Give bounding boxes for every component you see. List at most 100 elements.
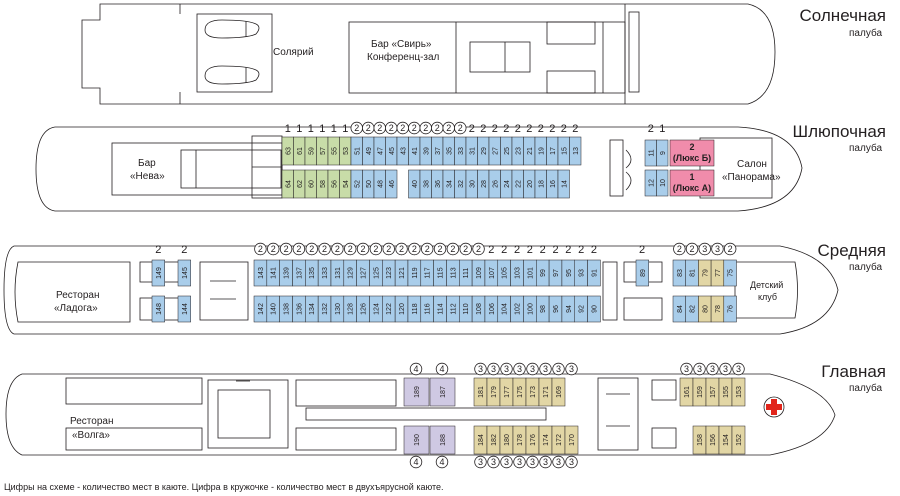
svg-text:3: 3 — [530, 364, 535, 374]
middle-occupancy-109: 2 — [472, 242, 485, 256]
cabin-31: 31 — [465, 136, 478, 166]
sun-deck-outline — [81, 3, 776, 105]
svg-text:76: 76 — [728, 305, 735, 313]
svg-text:51: 51 — [354, 147, 361, 155]
svg-text:116: 116 — [425, 303, 432, 314]
svg-text:120: 120 — [399, 303, 406, 315]
main-occupancy-184: 3 — [474, 455, 487, 469]
middle-occupancy-95: 2 — [565, 244, 571, 256]
svg-text:175: 175 — [517, 386, 524, 398]
cabin-113: 113 — [446, 259, 460, 287]
boat-occupancy-27: 2 — [492, 123, 498, 135]
svg-text:141: 141 — [271, 267, 278, 279]
cabin-130: 130 — [330, 295, 345, 323]
svg-text:108: 108 — [476, 303, 483, 315]
cabin-105: 105 — [497, 259, 511, 287]
svg-text:2: 2 — [386, 244, 391, 254]
svg-text:177: 177 — [504, 386, 511, 398]
cabin-104: 104 — [497, 295, 511, 323]
svg-text:130: 130 — [335, 303, 342, 315]
svg-text:2: 2 — [361, 244, 366, 254]
boat-occupancy-57: 1 — [319, 123, 325, 135]
cabin-59: 59 — [304, 136, 317, 166]
svg-text:49: 49 — [366, 147, 373, 155]
cabin-180: 180 — [499, 425, 514, 455]
cabin-161: 161 — [679, 377, 694, 407]
svg-text:2: 2 — [578, 244, 584, 256]
main-occupancy-172: 3 — [552, 455, 565, 469]
restaurant-volga-name: «Волга» — [72, 430, 110, 441]
cabin-141: 141 — [266, 259, 280, 287]
svg-text:3: 3 — [504, 364, 509, 374]
svg-text:35: 35 — [446, 147, 453, 155]
svg-text:2: 2 — [348, 244, 353, 254]
boat-occupancy-29: 2 — [480, 123, 486, 135]
svg-text:50: 50 — [366, 180, 373, 188]
svg-text:129: 129 — [348, 267, 355, 279]
main-occupancy-171: 3 — [539, 362, 552, 376]
svg-text:58: 58 — [320, 180, 327, 188]
cabin-132: 132 — [317, 295, 332, 323]
svg-text:117: 117 — [425, 267, 432, 278]
cabin-17: 17 — [546, 136, 559, 166]
medical-cross-icon — [763, 396, 785, 418]
svg-text:2: 2 — [492, 123, 498, 135]
svg-text:1: 1 — [296, 123, 302, 135]
svg-text:140: 140 — [271, 303, 278, 315]
cabin-18: 18 — [534, 169, 547, 199]
svg-text:46: 46 — [389, 180, 396, 188]
cabin-171: 171 — [538, 377, 553, 407]
main-occupancy-182: 3 — [487, 455, 500, 469]
svg-text:128: 128 — [348, 303, 355, 315]
cabin-22: 22 — [511, 169, 524, 199]
bar-neva-name: «Нева» — [130, 171, 165, 182]
svg-text:188: 188 — [440, 434, 447, 446]
svg-text:2: 2 — [591, 244, 597, 256]
svg-text:109: 109 — [476, 267, 483, 279]
cabin-138: 138 — [279, 295, 293, 323]
cabin-106: 106 — [484, 295, 499, 323]
cabin-145: 145 — [177, 259, 191, 287]
svg-text:3: 3 — [723, 364, 728, 374]
svg-text:13: 13 — [573, 147, 580, 155]
svg-text:92: 92 — [579, 305, 586, 313]
cabin-43: 43 — [396, 136, 409, 166]
middle-occupancy-145: 2 — [181, 244, 187, 256]
middle-occupancy-111: 2 — [459, 242, 472, 256]
middle-occupancy-105: 2 — [501, 244, 507, 256]
boat-deck-name: Шлюпочная — [792, 122, 886, 141]
svg-text:118: 118 — [412, 303, 419, 314]
svg-text:84: 84 — [677, 305, 684, 313]
svg-text:38: 38 — [423, 180, 430, 188]
svg-text:125: 125 — [373, 267, 380, 279]
svg-text:111: 111 — [463, 268, 470, 279]
svg-text:3: 3 — [530, 457, 535, 467]
middle-occupancy-129: 2 — [344, 242, 357, 256]
svg-text:2: 2 — [639, 244, 645, 256]
middle-occupancy-107: 2 — [488, 244, 494, 256]
bar-neva-label: Бар — [138, 158, 156, 169]
cabin-49: 49 — [362, 136, 375, 166]
svg-text:119: 119 — [412, 267, 419, 278]
cabin-80: 80 — [698, 295, 712, 323]
cabin-46: 46 — [385, 169, 398, 199]
svg-text:103: 103 — [515, 267, 522, 279]
svg-text:3: 3 — [478, 457, 483, 467]
svg-text:149: 149 — [156, 267, 163, 279]
svg-text:153: 153 — [736, 386, 743, 398]
cabin-103: 103 — [510, 259, 524, 287]
svg-text:62: 62 — [297, 180, 304, 188]
cabin-139: 139 — [279, 259, 293, 287]
main-occupancy-159: 3 — [693, 362, 706, 376]
svg-text:2: 2 — [690, 244, 695, 254]
cabin-28: 28 — [477, 169, 490, 199]
cabin-90: 90 — [587, 295, 601, 323]
svg-text:12: 12 — [648, 179, 655, 187]
svg-text:4: 4 — [413, 364, 418, 374]
cabin-112: 112 — [446, 295, 460, 323]
svg-text:102: 102 — [515, 303, 522, 315]
cabin-159: 159 — [692, 377, 707, 407]
svg-text:1: 1 — [285, 123, 291, 135]
cabin-158: 158 — [692, 425, 707, 455]
svg-text:3: 3 — [543, 364, 548, 374]
